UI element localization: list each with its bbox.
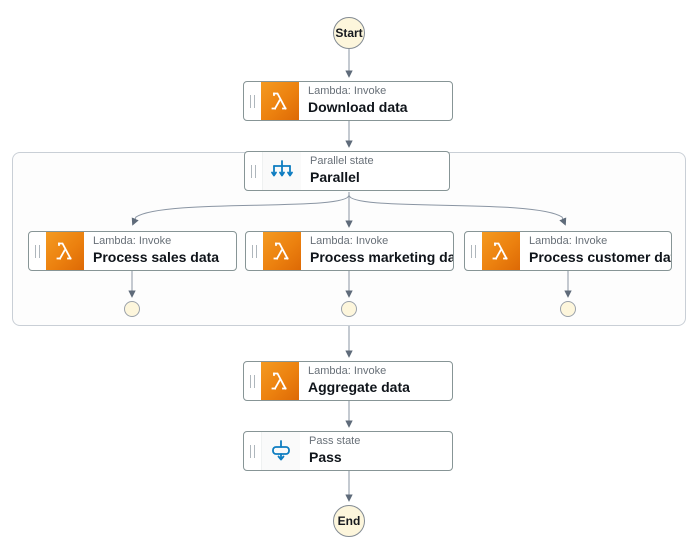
state-node-process-sales-data[interactable]: Lambda: Invoke Process sales data: [28, 231, 237, 271]
end-label: End: [337, 514, 361, 528]
state-name-label: Aggregate data: [308, 379, 410, 396]
state-name-label: Parallel: [310, 169, 360, 186]
state-node-aggregate-data[interactable]: Lambda: Invoke Aggregate data: [243, 361, 453, 401]
state-name-label: Download data: [308, 99, 408, 116]
state-type-label: Parallel state: [310, 155, 374, 168]
state-name-label: Pass: [309, 449, 342, 466]
branch-end-dot: [341, 301, 357, 317]
end-node: End: [333, 505, 365, 537]
drag-handle-icon[interactable]: [244, 432, 261, 470]
branch-end-dot: [124, 301, 140, 317]
state-node-pass[interactable]: Pass state Pass: [243, 431, 453, 471]
lambda-icon: [263, 232, 301, 270]
state-name-label: Process sales data: [93, 249, 220, 266]
drag-handle-icon[interactable]: [244, 82, 261, 120]
lambda-icon: [261, 362, 299, 400]
state-node-process-customer-data[interactable]: Lambda: Invoke Process customer data: [464, 231, 672, 271]
pass-icon: [261, 432, 300, 470]
state-type-label: Pass state: [309, 435, 361, 448]
state-name-label: Process customer data: [529, 249, 672, 266]
drag-handle-icon[interactable]: [29, 232, 46, 270]
state-node-parallel[interactable]: Parallel state Parallel: [244, 151, 450, 191]
state-node-download-data[interactable]: Lambda: Invoke Download data: [243, 81, 453, 121]
drag-handle-icon[interactable]: [246, 232, 263, 270]
state-type-label: Lambda: Invoke: [93, 235, 172, 248]
parallel-fanout-icon: [262, 152, 301, 190]
drag-handle-icon[interactable]: [245, 152, 262, 190]
branch-end-dot: [560, 301, 576, 317]
lambda-icon: [261, 82, 299, 120]
lambda-icon: [482, 232, 520, 270]
start-node: Start: [333, 17, 365, 49]
state-name-label: Process marketing data: [310, 249, 454, 266]
state-type-label: Lambda: Invoke: [308, 85, 387, 98]
state-type-label: Lambda: Invoke: [310, 235, 389, 248]
state-type-label: Lambda: Invoke: [529, 235, 608, 248]
state-type-label: Lambda: Invoke: [308, 365, 387, 378]
state-node-process-marketing-data[interactable]: Lambda: Invoke Process marketing data: [245, 231, 454, 271]
drag-handle-icon[interactable]: [244, 362, 261, 400]
drag-handle-icon[interactable]: [465, 232, 482, 270]
lambda-icon: [46, 232, 84, 270]
start-label: Start: [335, 26, 363, 40]
